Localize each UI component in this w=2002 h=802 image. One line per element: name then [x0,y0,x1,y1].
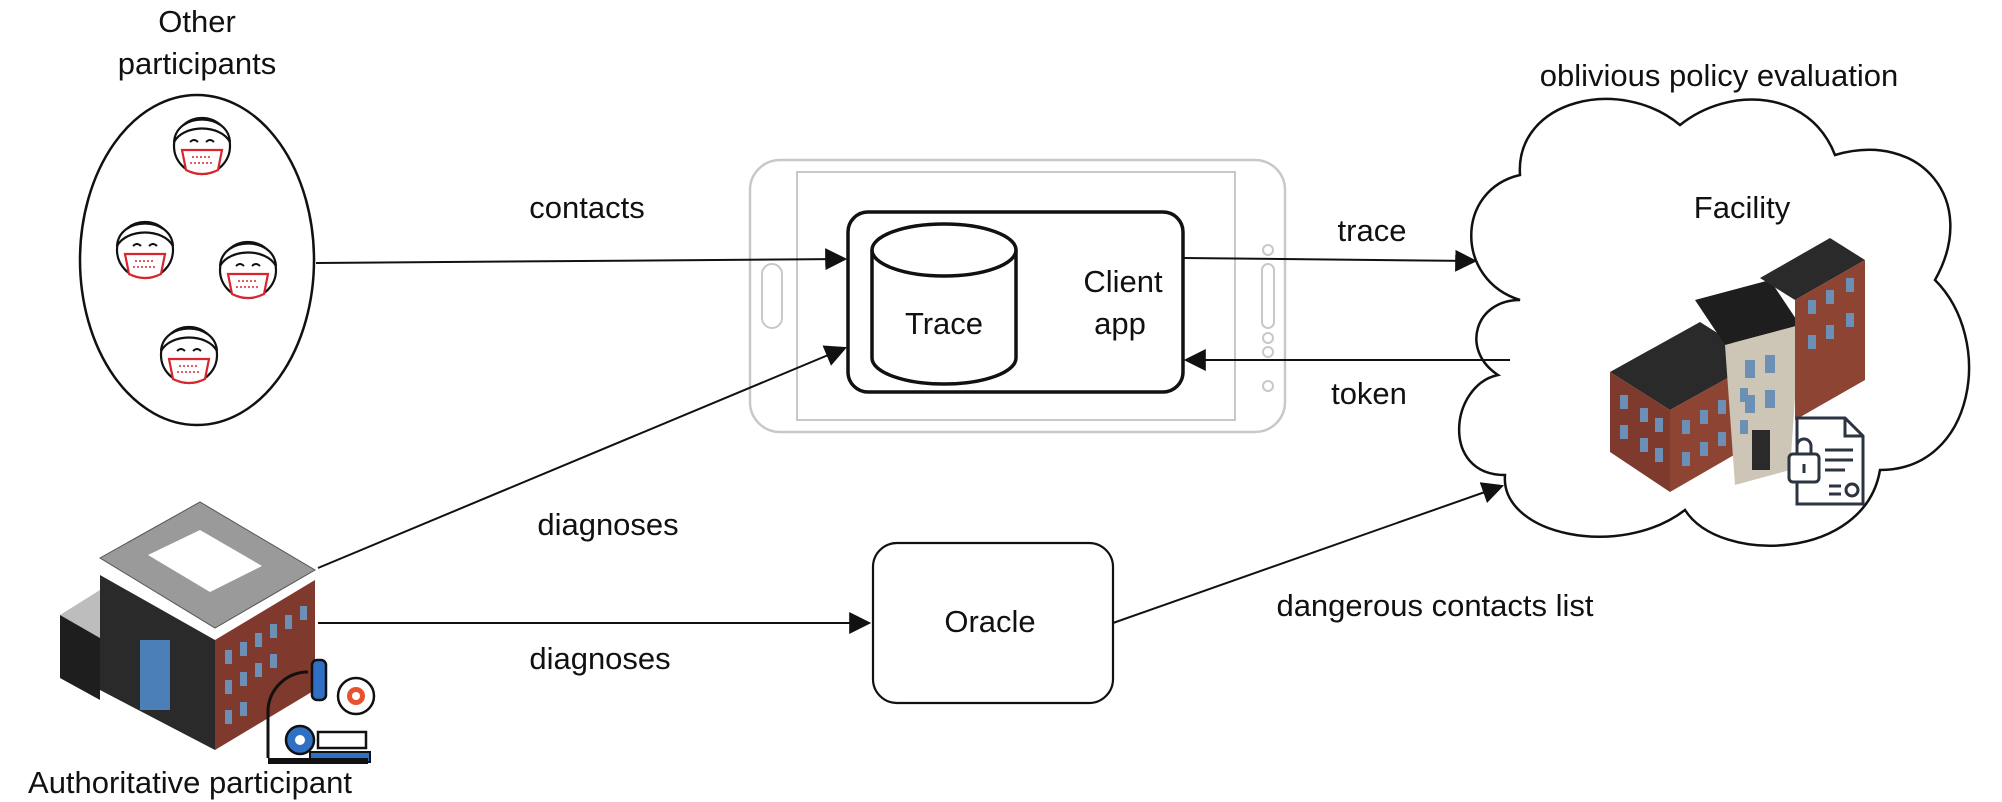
trace-database: Trace [870,222,1018,386]
diagnoses-to-oracle-label: diagnoses [529,641,670,676]
trace-edge-label: trace [1338,213,1407,248]
edge-dangerous-contacts: dangerous contacts list [1112,482,1594,624]
oracle-label: Oracle [944,604,1035,639]
masked-person-icon [218,240,278,300]
facility-building-icon [1610,238,1865,492]
token-label: token [1331,376,1407,411]
facility-label: Facility [1694,190,1791,225]
edge-trace: trace [1183,213,1478,272]
diagnoses-to-app-label: diagnoses [537,507,678,542]
dangerous-contacts-label: dangerous contacts list [1276,588,1593,623]
other-participants-group: Other participants [78,4,316,427]
masked-person-icon [172,116,232,176]
masked-person-icon [159,325,219,385]
cloud-caption: oblivious policy evaluation [1540,58,1898,93]
authoritative-participant-label: Authoritative participant [28,765,352,800]
other-participants-ellipse [78,93,316,427]
trace-label: Trace [905,306,983,341]
secure-document-icon [1787,416,1865,506]
masked-person-icon [115,220,175,280]
client-app-label-line1: Client [1083,264,1163,299]
edge-contacts: contacts [315,190,848,271]
authoritative-participant-group: Authoritative participant [28,501,376,800]
edge-token: token [1183,349,1510,411]
edge-diagnoses-to-oracle: diagnoses [318,612,872,676]
contacts-label: contacts [529,190,644,225]
other-participants-label-line1: Other [158,4,236,39]
hospital-building-icon [60,501,316,750]
facility-cloud: oblivious policy evaluation Facility [1457,58,1971,547]
microscope-icon [266,658,376,764]
client-app-label-line2: app [1094,306,1146,341]
oracle-box: Oracle [871,541,1115,705]
other-participants-label-line2: participants [118,46,277,81]
edge-diagnoses-to-app: diagnoses [317,345,848,569]
